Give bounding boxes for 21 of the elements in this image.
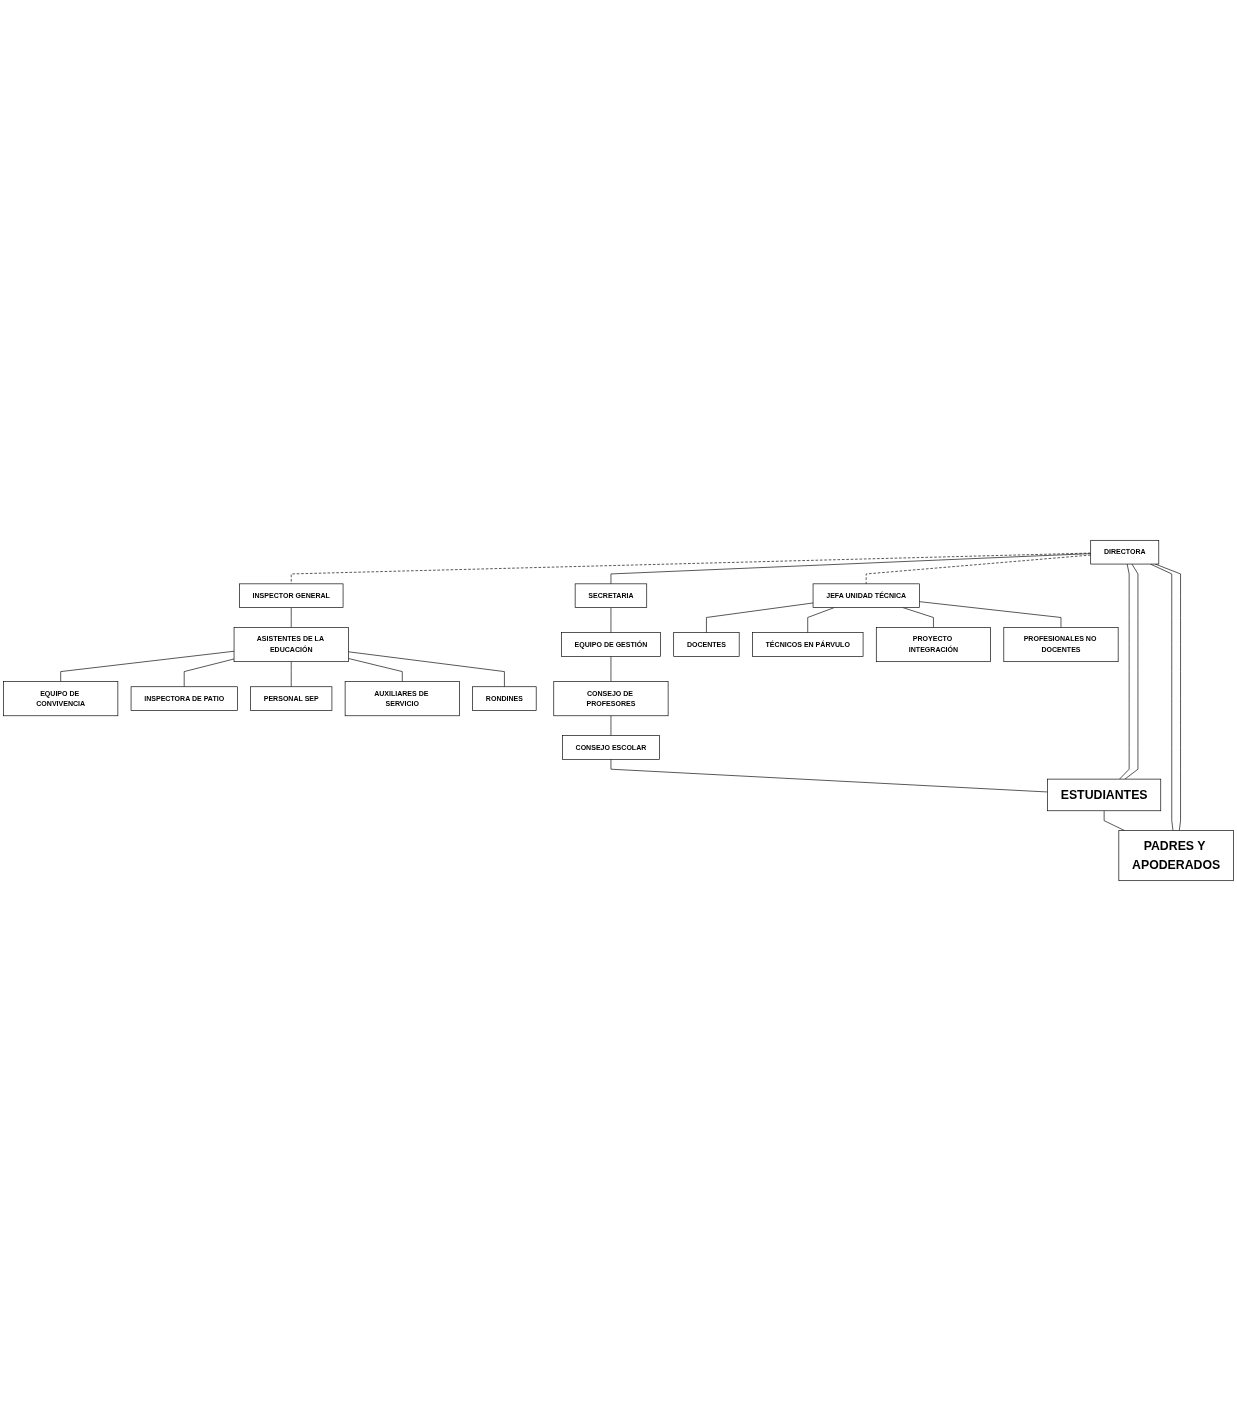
connector	[610, 715, 612, 736]
connector	[290, 552, 1092, 585]
connector	[706, 602, 814, 633]
connector	[348, 651, 505, 688]
connector	[290, 661, 292, 688]
connector	[1103, 810, 1125, 831]
connector	[919, 601, 1062, 628]
connector	[610, 759, 1048, 793]
connector	[610, 607, 612, 633]
connector	[183, 658, 235, 688]
connector	[865, 554, 1092, 585]
node-box: PADRES Y APODERADOS	[1118, 830, 1234, 882]
node-box: ESTUDIANTES	[1047, 778, 1162, 812]
connector	[807, 607, 835, 633]
connector	[348, 658, 403, 682]
connector	[1119, 563, 1130, 780]
connector	[610, 656, 612, 682]
connector	[1124, 563, 1139, 780]
connector	[60, 650, 235, 682]
connector	[610, 553, 1092, 585]
connector	[290, 607, 292, 628]
